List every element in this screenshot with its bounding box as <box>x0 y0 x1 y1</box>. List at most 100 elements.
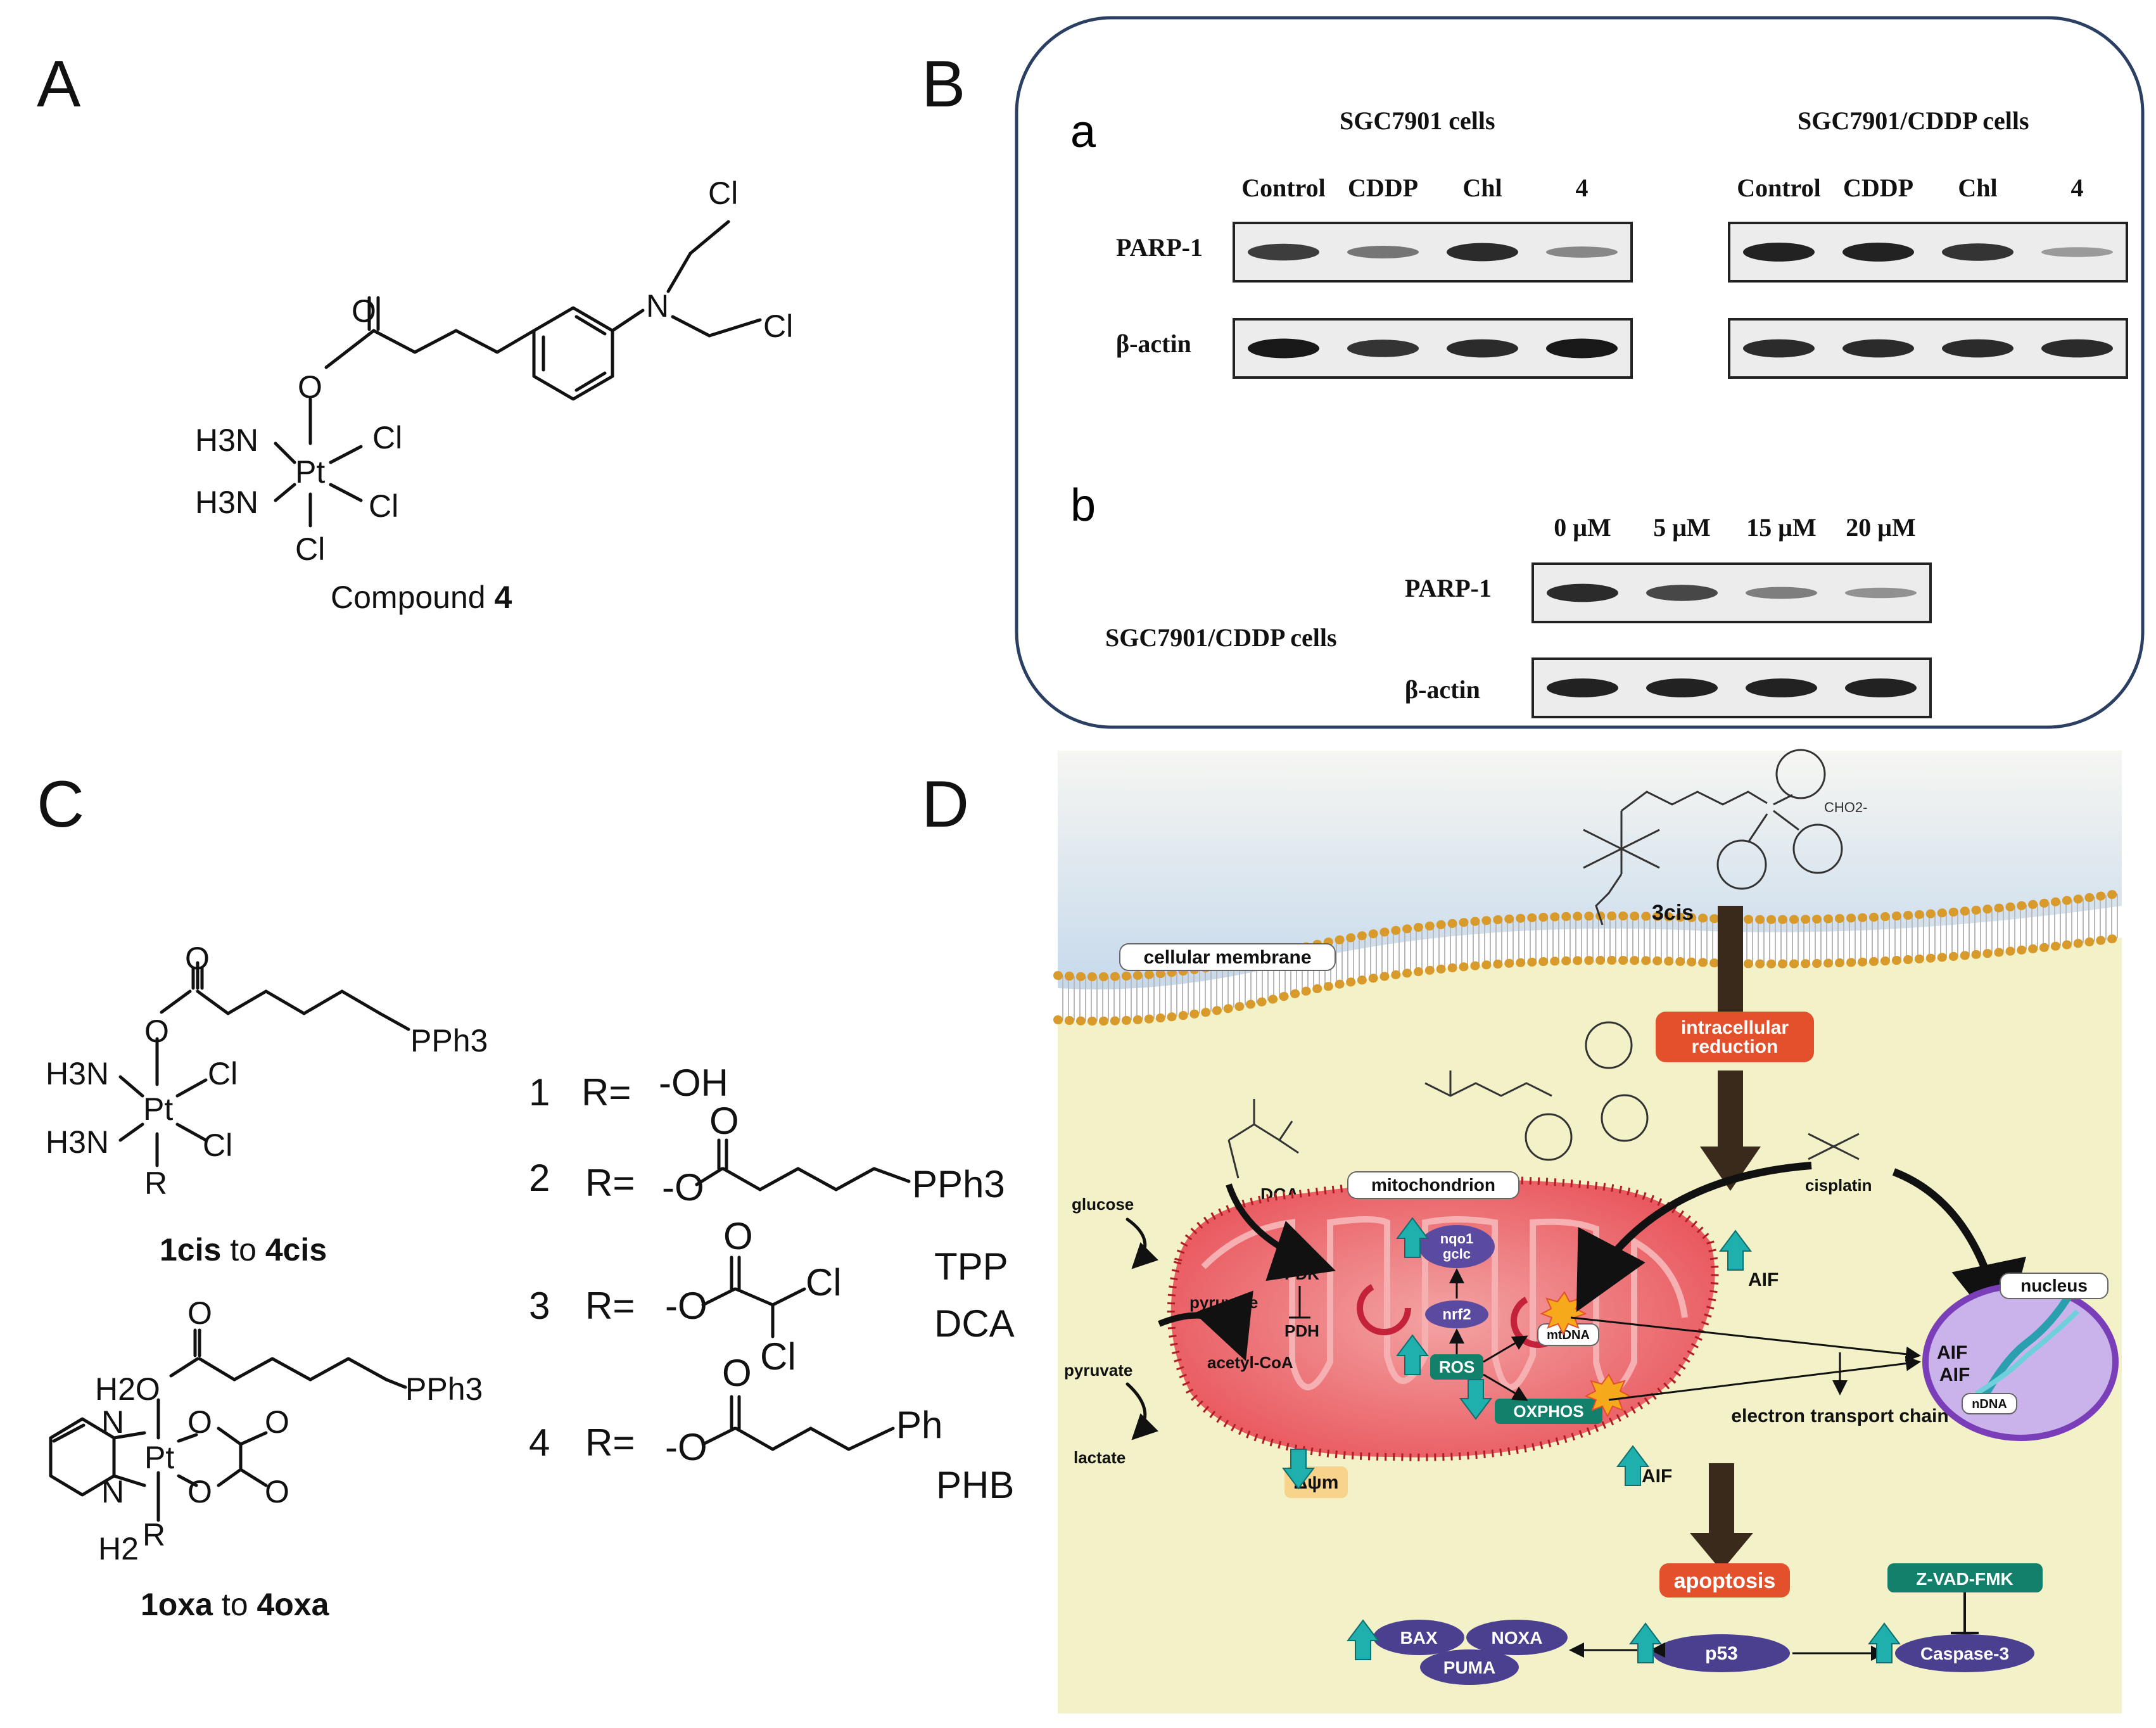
mtdna-circle-left <box>1357 1281 1411 1335</box>
lane-label: CDDP <box>1843 174 1913 202</box>
group-title: SGC7901/CDDP cells <box>1798 106 2029 135</box>
ndna-label: nDNA <box>1972 1397 2007 1411</box>
down-arrow-icon <box>1459 1379 1492 1420</box>
p53-label: p53 <box>1705 1643 1738 1664</box>
lane-label: 5 μM <box>1653 513 1710 542</box>
atom-h2: H2 <box>98 1531 139 1566</box>
atom-cl: Cl <box>369 488 398 524</box>
ndna-box <box>1962 1393 2017 1414</box>
blot-band <box>1842 339 1915 358</box>
nrf2-ellipse <box>1425 1300 1488 1328</box>
r-group-3-chain <box>701 1255 806 1338</box>
lane-label: Chl <box>1462 174 1502 202</box>
panel-d-diagram: cellular membrane 3cis CHO2- intracellul… <box>1053 749 2126 1713</box>
blot-bands-a <box>1247 243 2114 359</box>
row-label-actin: β-actin <box>1116 329 1191 358</box>
mtdna-to-nucleus-arrow <box>1570 1316 1921 1362</box>
nqo1-gclc-ellipse <box>1419 1225 1495 1268</box>
down-arrow-icon <box>1282 1449 1315 1490</box>
r-equals: R= <box>585 1421 635 1464</box>
pyruvate-to-lactate-arrow <box>1126 1382 1158 1440</box>
atom-h3n: H3N <box>195 485 258 520</box>
blot-band <box>1347 246 1419 258</box>
nrf2-label: nrf2 <box>1442 1306 1471 1323</box>
lane-label: CDDP <box>1348 174 1418 202</box>
blot-band <box>2041 247 2114 257</box>
subpanel-a-label: a <box>1070 106 1096 157</box>
atom-o: O <box>187 1295 212 1331</box>
panel-b-letter: B <box>922 48 965 121</box>
compound-caption: Compound 4 <box>331 580 512 615</box>
atom-o: O <box>265 1404 289 1440</box>
dca-to-pdk-arrow <box>1226 1183 1336 1281</box>
atom-pt: Pt <box>143 1091 173 1127</box>
gclc-label: gclc <box>1443 1246 1471 1262</box>
bax-ellipse <box>1373 1620 1464 1655</box>
r-equals: R= <box>581 1071 631 1114</box>
blot-band <box>1745 678 1818 697</box>
blot-band <box>1646 678 1718 697</box>
mito-label-box <box>1347 1171 1519 1199</box>
abbrev-phb: PHB <box>936 1464 1014 1506</box>
atom-cl: Cl <box>372 420 402 455</box>
cell-line-label: SGC7901/CDDP cells <box>1105 623 1337 652</box>
lane-label: 20 μM <box>1846 513 1915 542</box>
structure-caption: 1oxa to 4oxa <box>141 1587 330 1622</box>
row-label-actin: β-actin <box>1405 675 1480 704</box>
subpanel-b-label: b <box>1070 480 1096 531</box>
reduction-label: intracellular reduction <box>1680 1017 1789 1057</box>
r-group-2: -O <box>662 1166 704 1209</box>
oxphos-box <box>1495 1399 1602 1424</box>
blot-band <box>1446 243 1519 262</box>
pdk-label: PDK <box>1284 1264 1319 1283</box>
atom-cl: Cl <box>295 531 325 567</box>
r-group-4-chain <box>701 1395 895 1451</box>
etc-label: electron transport chain <box>1731 1406 1948 1426</box>
blot-band <box>1347 340 1419 357</box>
atom-h3n: H3N <box>46 1124 109 1160</box>
r-number: 1 <box>529 1071 550 1114</box>
up-arrow-icon <box>1396 1334 1429 1375</box>
nucleus-label-box <box>2000 1273 2108 1299</box>
r-group-2-tail: PPh3 <box>912 1163 1005 1205</box>
up-arrow-icon <box>1396 1217 1429 1258</box>
ros-box <box>1430 1354 1483 1380</box>
lane-label: 15 μM <box>1746 513 1816 542</box>
blot-band <box>1545 338 1618 359</box>
atom-h3n: H3N <box>46 1056 109 1091</box>
lane-labels-group1: Control CDDP Chl 4 <box>1241 174 1588 202</box>
caspase-label: Caspase-3 <box>1920 1644 2009 1663</box>
r-equals: R= <box>585 1285 635 1327</box>
atom-cl: Cl <box>208 1056 238 1091</box>
atom-h3n: H3N <box>195 422 258 458</box>
nucleus-label: nucleus <box>2020 1276 2088 1295</box>
uptake-arrow <box>1718 906 1743 1026</box>
lane-label: 4 <box>1576 174 1588 202</box>
lane-label: Control <box>1241 174 1326 202</box>
blot-band <box>1546 678 1619 697</box>
reduction-box <box>1656 1012 1814 1062</box>
lane-label: 0 μM <box>1554 513 1611 542</box>
r-group-1: -OH <box>659 1062 728 1104</box>
atom-r: R <box>144 1166 167 1201</box>
abbrev-dca: DCA <box>934 1302 1015 1345</box>
r-number: 4 <box>529 1421 550 1464</box>
blot-band <box>1844 587 1917 599</box>
r-equals: R= <box>585 1162 635 1204</box>
caspase-ellipse <box>1895 1634 2034 1672</box>
cisplatin-to-mtdna-arrow <box>1576 1162 1812 1312</box>
aif-nucleus-label: AIF <box>1939 1364 1970 1385</box>
blot-band <box>1546 583 1619 602</box>
atom-h2o: H2O <box>95 1371 160 1407</box>
glucose-label: glucose <box>1072 1195 1134 1214</box>
compound-3cis-structure <box>1583 749 1843 925</box>
atom-o: O <box>722 1352 752 1394</box>
blot-band <box>1745 587 1818 599</box>
atom-pt: Pt <box>295 454 325 490</box>
atom-pph3: PPh3 <box>405 1371 483 1407</box>
atom-n: N <box>101 1474 124 1509</box>
atom-cl: Cl <box>763 308 793 344</box>
lactate-label: lactate <box>1074 1448 1126 1467</box>
